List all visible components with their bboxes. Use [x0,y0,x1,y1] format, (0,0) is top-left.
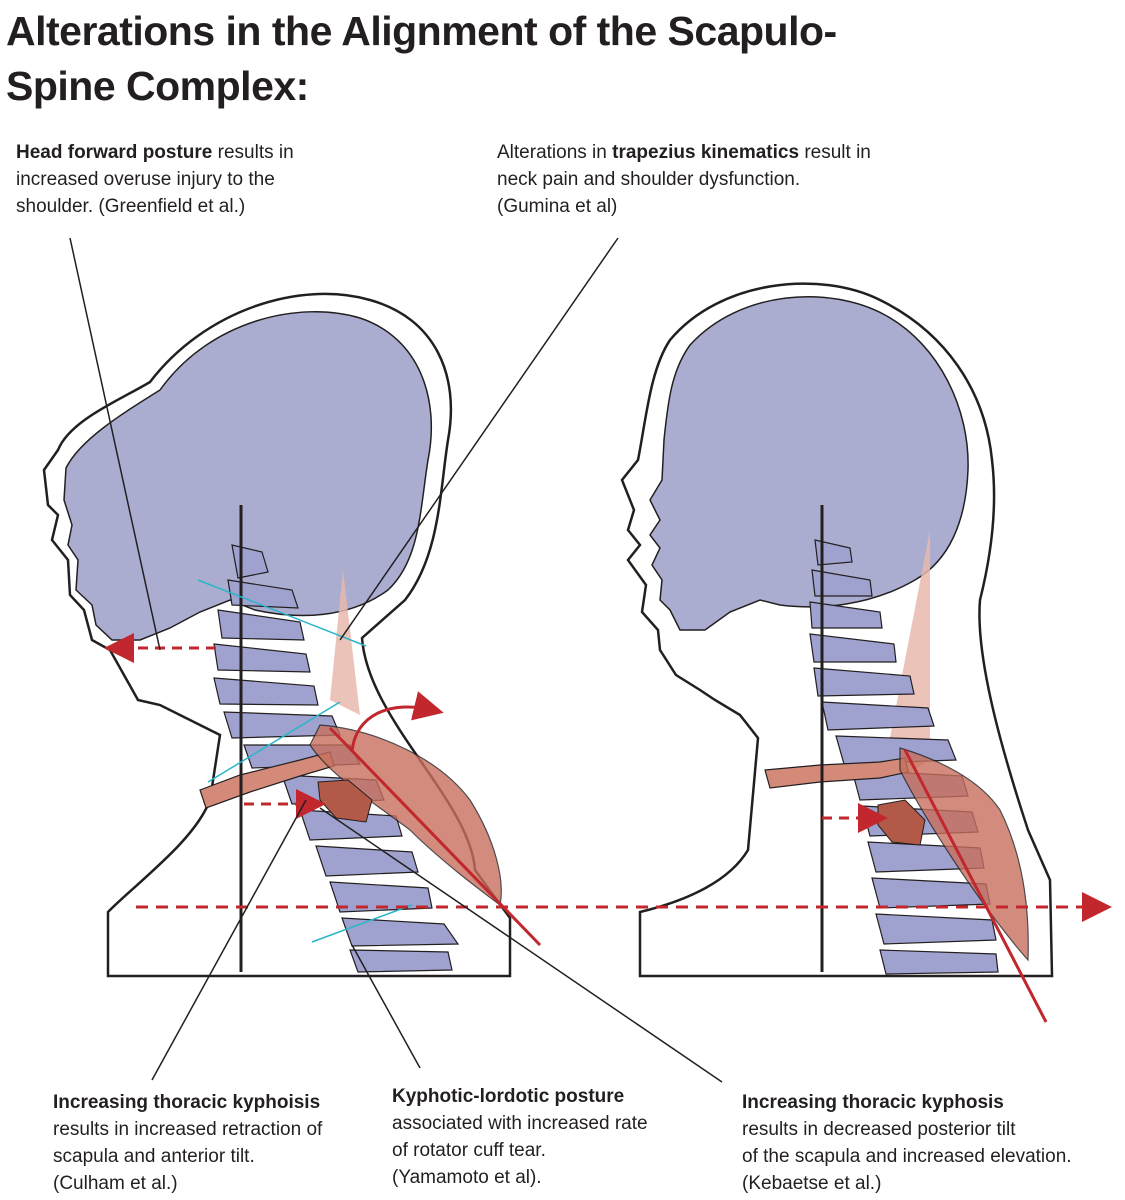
callout-trapezius-pre: Alterations in [497,142,613,163]
left-vertebra-t3 [315,845,419,877]
left-guide-line-mid [207,701,341,783]
callout-kyphotic-lordotic-bold: Kyphotic-lordotic posture [392,1086,625,1107]
callout-head-forward-text: results in increased overuse injury to t… [16,142,294,217]
callout-thoracic-kyphosis: Increasing thoracic kyphosis results in … [742,1089,1125,1197]
right-vertebra-t5 [875,913,997,945]
left-trapezius-light [330,570,360,715]
left-vertebra-t6 [349,949,453,973]
callout-thoracic-kyphosis-line1: results in decreased posterior tilt [742,1119,1016,1140]
right-vertebra-c2 [811,569,873,597]
right-skull [649,296,969,631]
leader-thoracic-kyphoisis [151,799,307,1081]
right-vertebra-t6 [879,949,999,975]
right-scapula-axis [903,749,1048,1023]
leader-lines [69,237,723,1083]
left-skull [63,311,432,641]
callout-thoracic-kyphosis-bold: Increasing thoracic kyphosis [742,1092,1004,1113]
callout-thoracic-kyphosis-line2: of the scapula and increased elevation. [742,1146,1072,1167]
callout-thoracic-kyphoisis-bold: Increasing thoracic kyphoisis [53,1092,321,1113]
leader-thoracic-kyphosis [319,807,723,1083]
callout-thoracic-kyphosis-line3: (Kebaetse et al.) [742,1173,882,1194]
callout-kyphotic-lordotic-line3: (Yamamoto et al). [392,1167,542,1188]
left-guide-line-upper [197,579,367,647]
callout-kyphotic-lordotic: Kyphotic-lordotic posture associated wit… [392,1083,712,1191]
page-title: Alterations in the Alignment of the Scap… [6,8,837,109]
left-vertebra-c2 [227,579,299,609]
callout-trapezius-text: result in neck pain and shoulder dysfunc… [497,142,871,217]
callout-kyphotic-lordotic-line1: associated with increased rate [392,1113,648,1134]
left-figure [42,292,542,978]
right-vertebra-c1 [814,539,853,566]
left-guide-lines [197,579,413,943]
right-vertebra-c6 [821,701,935,731]
left-tilt-arrow [350,691,444,753]
left-vertebra-c4 [213,643,311,673]
leader-trapezius [339,237,619,641]
leader-head-forward [69,237,161,651]
leader-kyphotic-lordotic [351,944,421,1069]
callout-head-forward-bold: Head forward posture [16,142,213,163]
left-cervical-vertebrae [213,544,361,769]
callout-trapezius-bold: trapezius kinematics [612,142,800,163]
right-cervical-vertebrae [809,539,957,765]
callout-trapezius-kinematics: Alterations in trapezius kinematics resu… [497,139,877,220]
left-vertebra-t5 [341,917,460,947]
right-figure [620,282,1054,1023]
callout-thoracic-kyphoisis: Increasing thoracic kyphoisis results in… [53,1089,383,1197]
right-vertebra-c3 [809,601,883,629]
callout-kyphotic-lordotic-line2: of rotator cuff tear. [392,1140,546,1161]
callout-thoracic-kyphoisis-line2: scapula and anterior tilt. [53,1146,255,1167]
left-guide-line-lower [311,904,413,943]
left-scapula-axis [328,726,542,947]
callout-head-forward-posture: Head forward posture results in increase… [16,139,356,220]
callout-thoracic-kyphoisis-line1: results in increased retraction of [53,1119,323,1140]
right-vertebra-c4 [809,633,897,663]
callout-thoracic-kyphoisis-line3: (Culham et al.) [53,1173,178,1194]
left-vertebra-t4 [329,881,433,913]
right-vertebra-c5 [813,667,915,697]
